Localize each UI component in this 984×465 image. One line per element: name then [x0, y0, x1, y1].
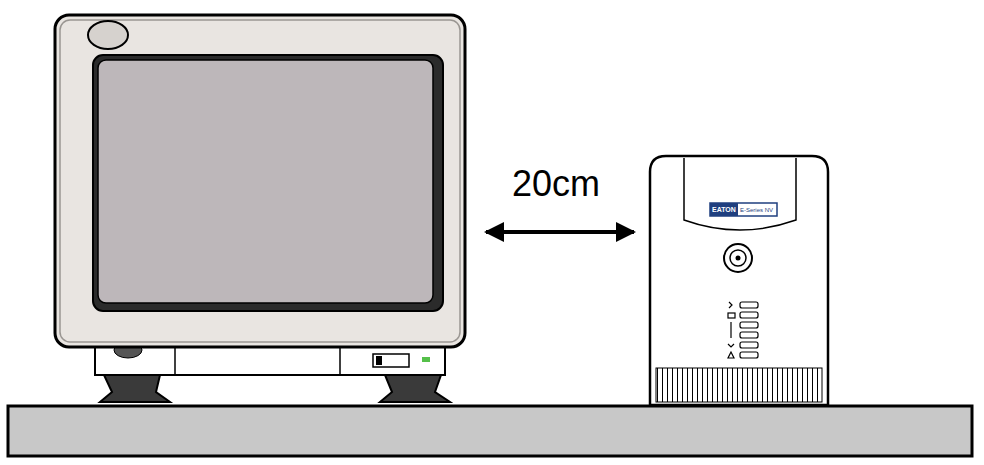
- distance-arrow: [486, 230, 634, 234]
- ups-housing: [650, 156, 828, 405]
- brand-name: EATON: [712, 206, 736, 213]
- model-name: E-Series NV: [740, 207, 773, 213]
- distance-label: 20cm: [512, 166, 600, 202]
- logo-mark: [710, 203, 738, 216]
- screen: [98, 60, 433, 303]
- status-leds: [740, 302, 758, 358]
- monitor-button: [88, 21, 128, 49]
- drive-slot: [373, 354, 409, 367]
- screen-frame: [93, 55, 443, 311]
- monitor-foot: [380, 375, 450, 402]
- ups-front-panel: [684, 158, 796, 230]
- ups-vent: [656, 368, 822, 402]
- desk-surface: [8, 406, 972, 456]
- monitor-foot: [100, 375, 170, 402]
- monitor-bezel: [55, 15, 465, 347]
- power-button: [724, 244, 752, 272]
- status-icons: [728, 302, 735, 358]
- power-led: [422, 357, 430, 362]
- logo-plate: [710, 203, 777, 216]
- computer-base: [95, 345, 445, 375]
